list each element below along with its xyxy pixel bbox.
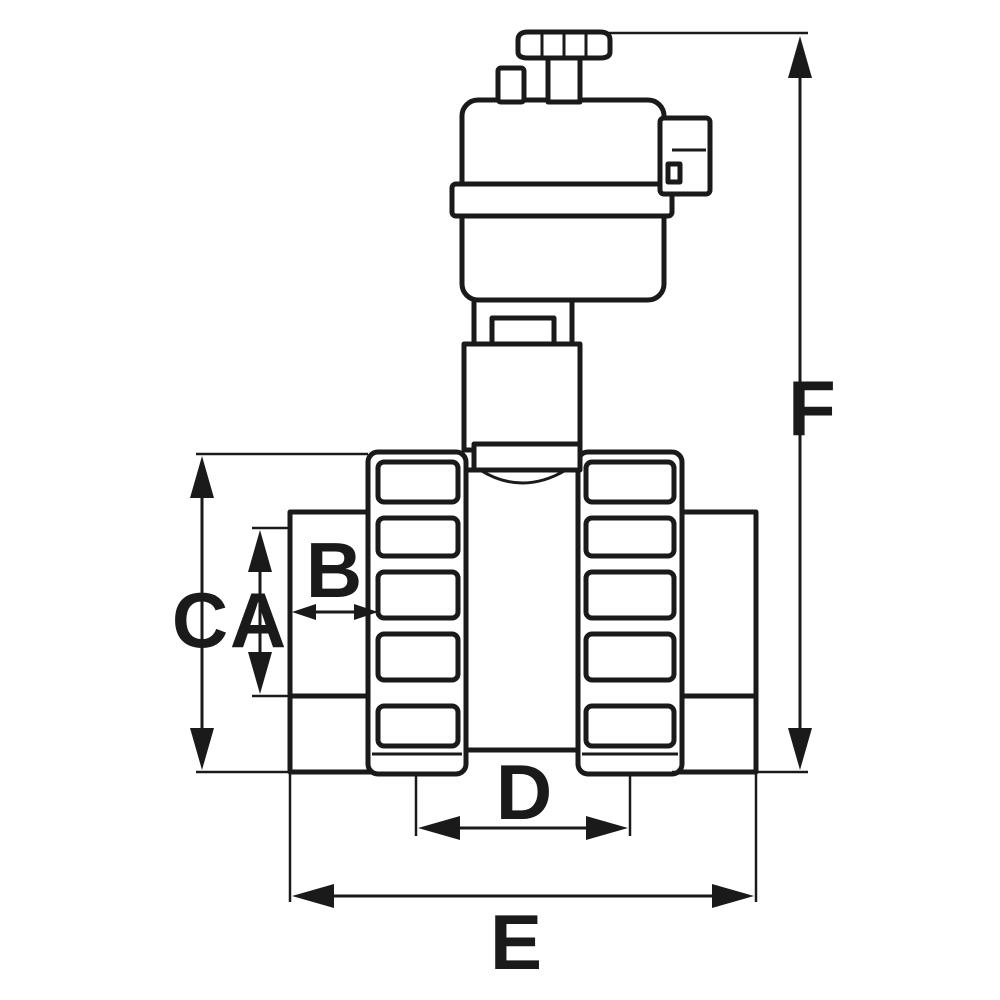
cable-connector: [657, 115, 713, 197]
dimension-d-label: D: [496, 748, 552, 836]
extension-lines: [196, 31, 808, 902]
dimension-f: [788, 36, 812, 770]
right-pipe-end: [669, 509, 759, 775]
dimension-b-label: B: [306, 526, 362, 614]
dimension-d: [418, 816, 628, 840]
actuator-housing: [449, 97, 675, 303]
dimension-f-label: F: [788, 364, 836, 452]
dimension-c-label: C: [172, 576, 228, 664]
dimension-e: [292, 884, 754, 908]
valve-neck: [461, 295, 583, 473]
manual-override-handwheel: [495, 29, 613, 105]
right-union-nut: [575, 449, 685, 777]
dimension-a: [248, 530, 272, 694]
dimension-a-label: A: [230, 576, 286, 664]
dimension-e-label: E: [490, 898, 542, 986]
dimension-c: [190, 456, 214, 770]
dimension-b: [292, 604, 378, 620]
valve-body: [459, 467, 585, 753]
left-union-nut: [365, 449, 469, 777]
